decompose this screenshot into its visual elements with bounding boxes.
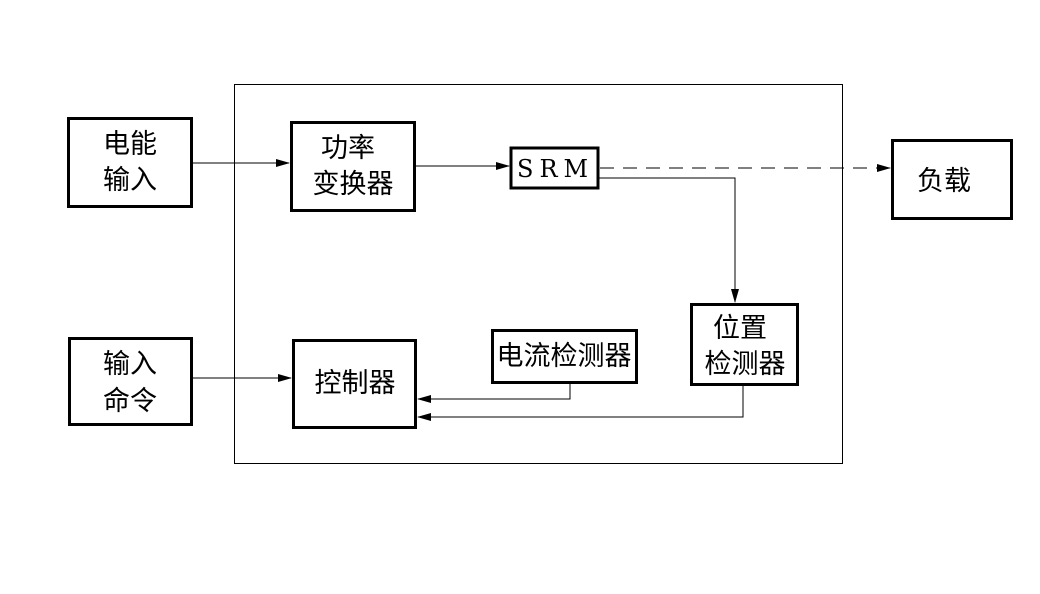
block-position-detector: 位置 检测器	[690, 303, 799, 386]
block-power-input-line2: 输入	[103, 165, 157, 196]
block-srm-label: SRM	[517, 155, 594, 183]
block-power-converter-line1: 功率	[321, 133, 375, 164]
block-current-detector-label: 电流检测器	[497, 341, 632, 372]
connector-current-detector-to-controller	[417, 384, 571, 403]
block-power-converter: 功率 变换器	[290, 121, 416, 212]
block-position-detector-line1: 位置	[713, 313, 767, 344]
block-controller: 控制器	[292, 339, 417, 429]
connector-srm-to-position-detector	[599, 177, 739, 303]
block-controller-label: 控制器	[315, 368, 396, 399]
block-power-converter-line2: 变换器	[313, 169, 394, 200]
block-current-detector: 电流检测器	[491, 329, 638, 384]
block-input-command: 输入 命令	[68, 337, 193, 426]
block-input-command-line1: 输入	[103, 349, 157, 380]
block-position-detector-line2: 检测器	[705, 349, 786, 380]
block-load: 负载	[891, 139, 1013, 220]
block-input-command-line2: 命令	[103, 386, 157, 417]
block-load-label: 负载	[917, 166, 971, 197]
system-boundary-frame	[234, 84, 843, 464]
block-power-input: 电能 输入	[67, 117, 193, 208]
block-srm: SRM	[509, 146, 600, 190]
connector-position-detector-to-controller	[417, 386, 744, 421]
block-power-input-line1: 电能	[103, 129, 157, 160]
